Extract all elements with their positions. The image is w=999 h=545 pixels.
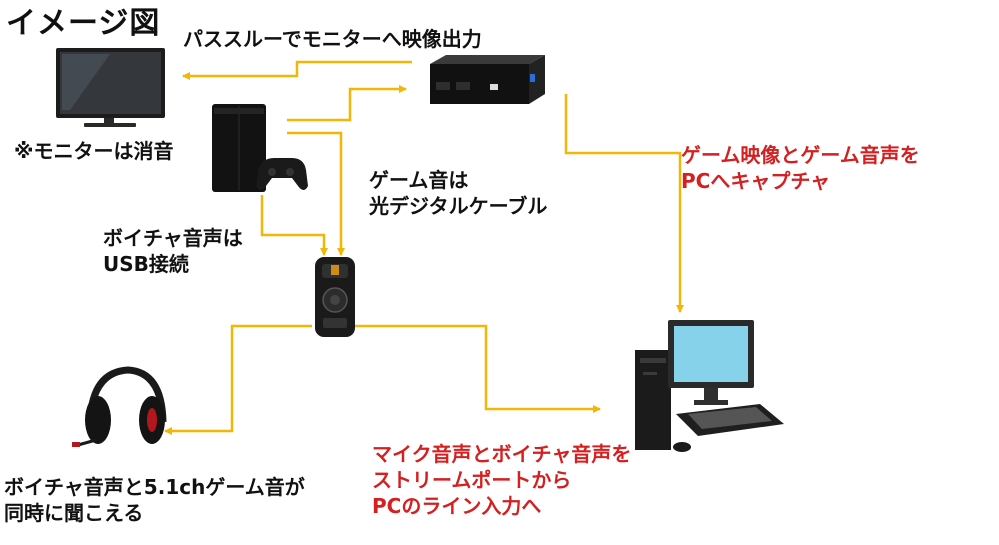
usb-connection-label: ボイチャ音声は USB接続	[103, 226, 243, 276]
arrow-console-usb-to-mixamp	[260, 195, 328, 256]
headset-icon	[72, 366, 167, 447]
headset-audio-label: ボイチャ音声と5.1chゲーム音が 同時に聞こえる	[4, 475, 305, 525]
optical-cable-label: ゲーム音は 光デジタルケーブル	[369, 168, 548, 218]
arrow-console-optical-to-mixamp	[287, 131, 345, 256]
diagram-title: イメージ図	[6, 6, 161, 41]
arrow-mixamp-to-pc	[345, 324, 601, 413]
monitor-mute-note: ※モニターは消音	[14, 139, 174, 163]
line-in-label: マイク音声とボイチャ音声を ストリームポートから PCのライン入力へ	[372, 442, 632, 518]
arrow-mixamp-to-headset	[164, 324, 312, 435]
arrow-capture-to-pc	[564, 94, 684, 313]
capture-box-icon	[430, 55, 545, 104]
arrow-console-to-capture	[287, 85, 407, 122]
arrow-capture-to-monitor	[182, 60, 412, 80]
mixamp-icon	[315, 257, 355, 337]
passthrough-label: パススルーでモニターへ映像出力	[183, 27, 482, 51]
tv-monitor-icon	[56, 48, 165, 127]
desktop-pc-icon	[635, 320, 784, 452]
game-console-icon	[212, 104, 308, 192]
capture-label: ゲーム映像とゲーム音声を PCへキャプチャ	[681, 143, 920, 193]
